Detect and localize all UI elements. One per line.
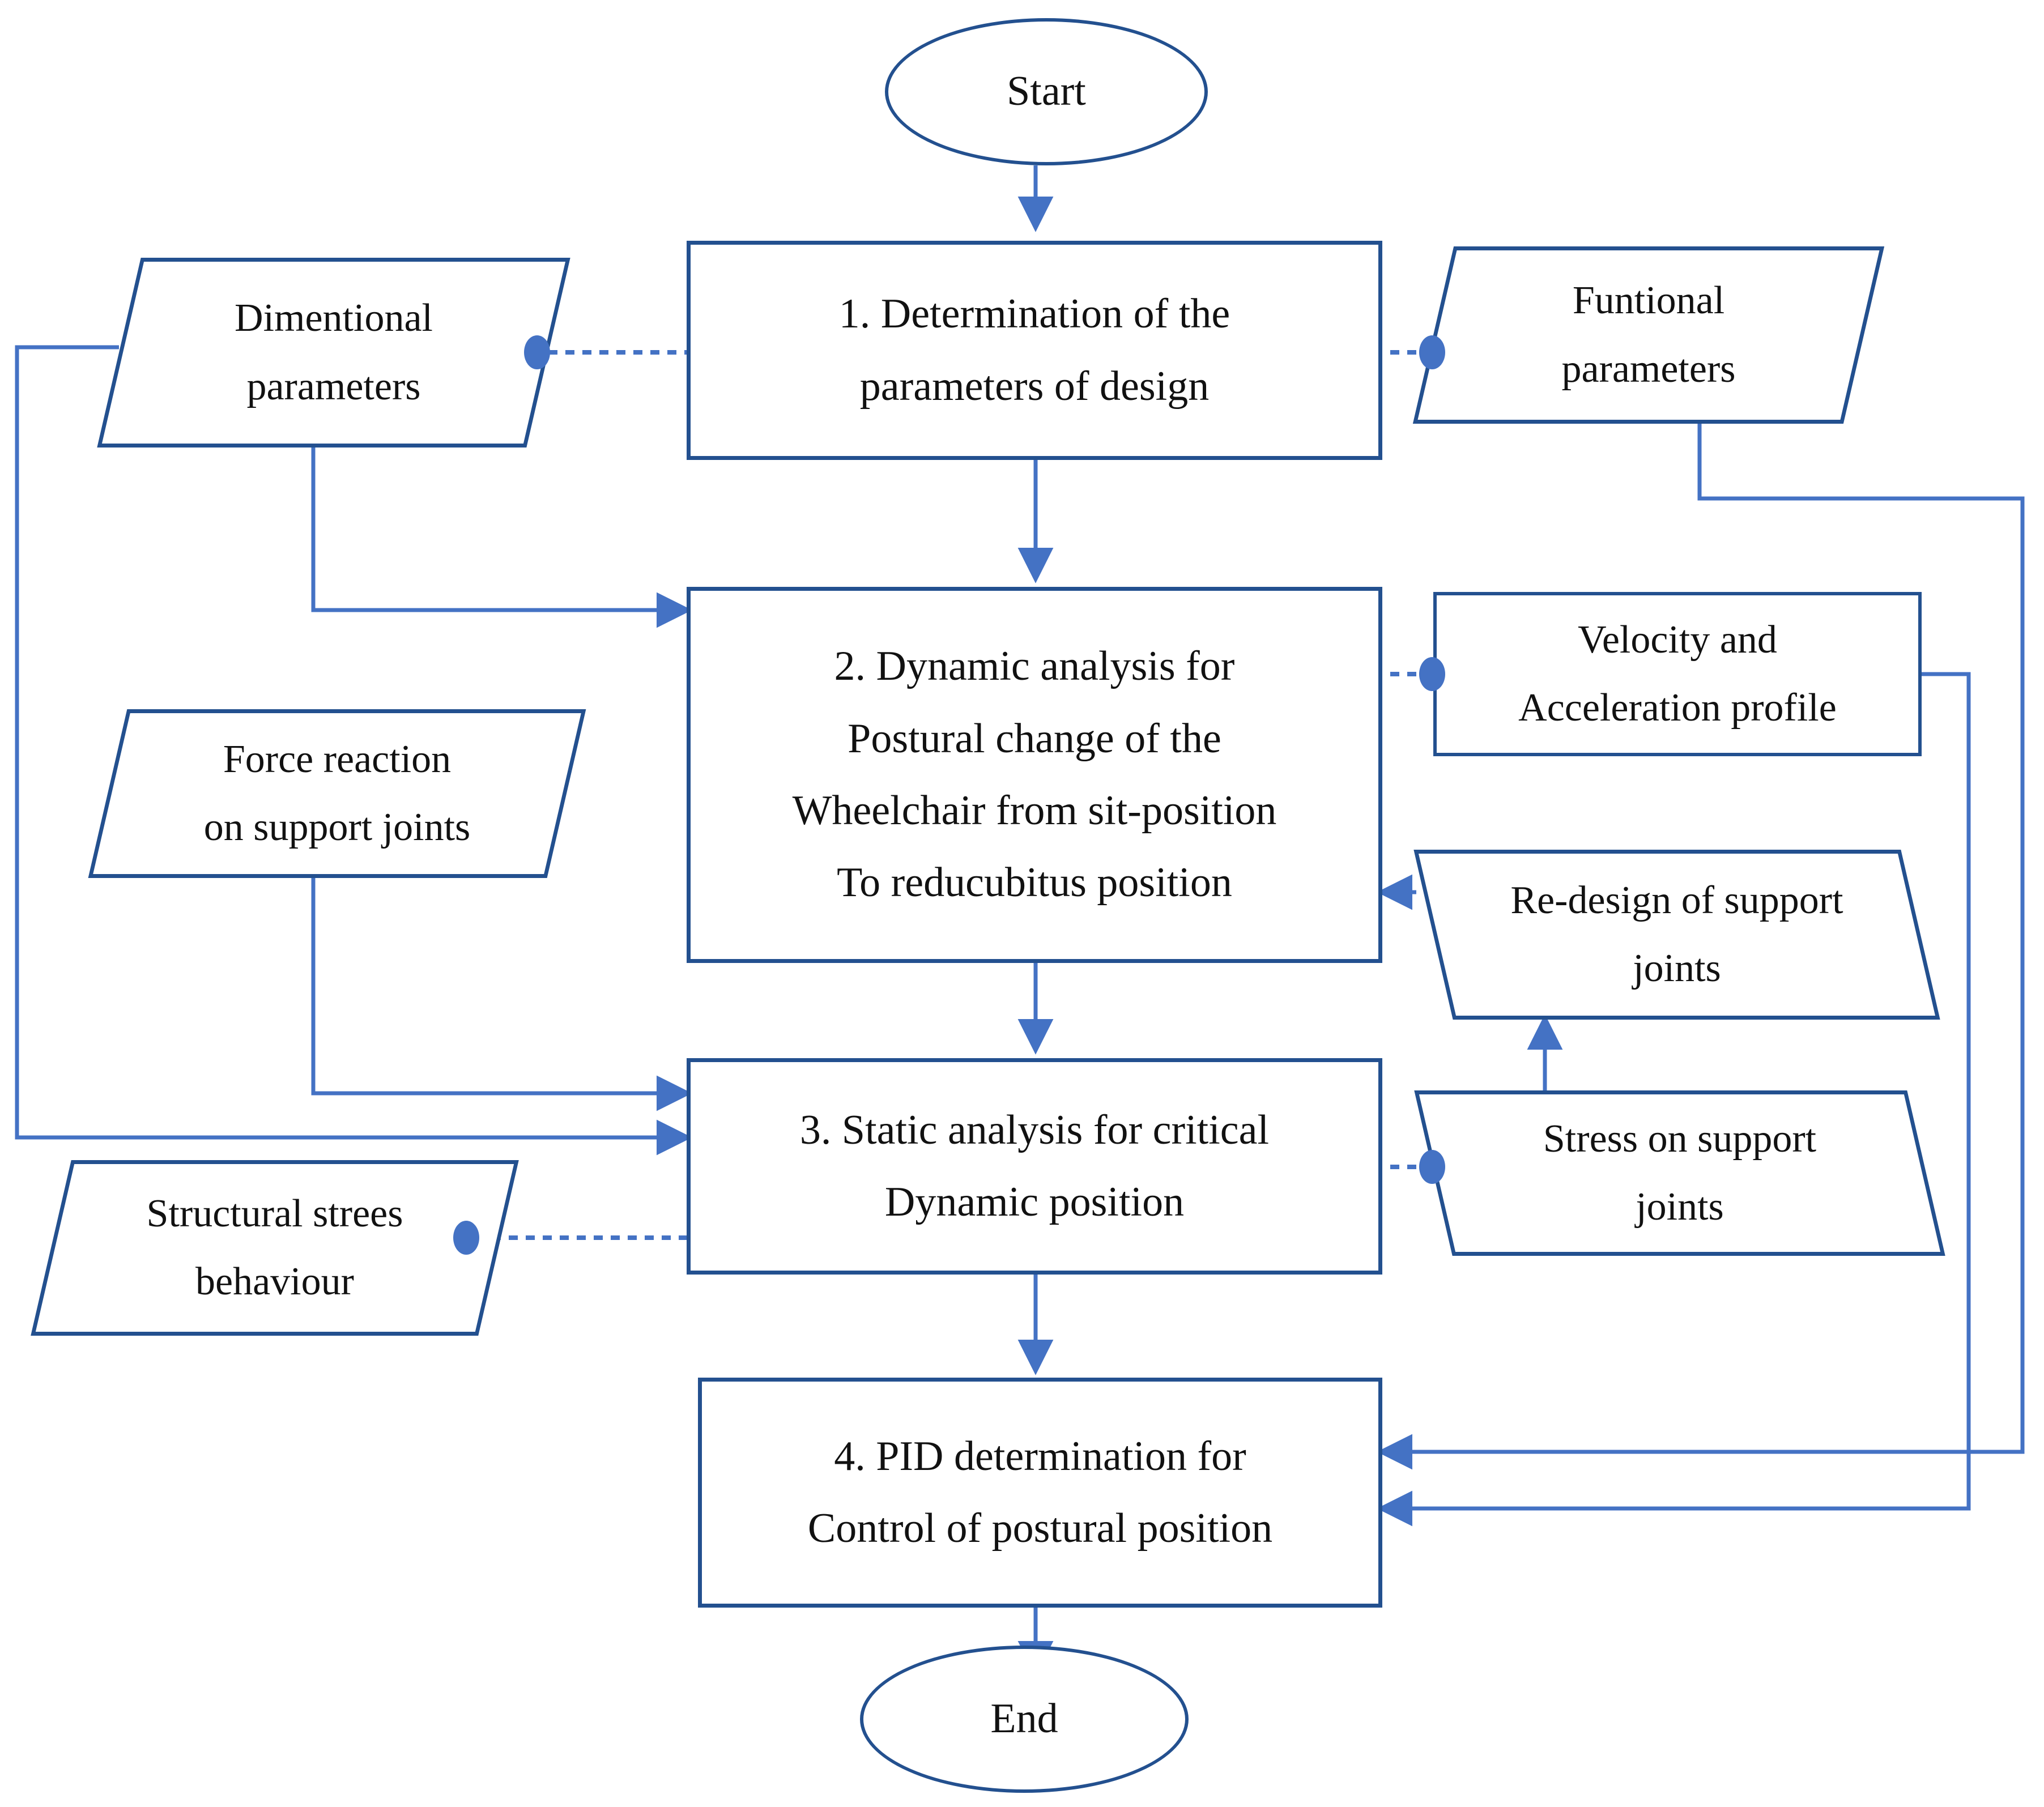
connector-dot-velocity: [1419, 657, 1445, 691]
node-dimensional-parameters-label: Dimentional parameters: [235, 296, 433, 408]
node-end-label: End: [990, 1695, 1058, 1742]
wire-dimensional-to-step2: [311, 448, 692, 628]
node-structural-stress[interactable]: Structural strees behaviour: [51, 1160, 499, 1336]
wire-dimensional-to-step3: [15, 345, 692, 1156]
wire-functional-to-step4: [1377, 424, 2025, 1470]
node-stress-support-joints[interactable]: Stress on support joints: [1433, 1090, 1926, 1256]
connector-dot-dimensional: [524, 335, 550, 369]
wire-force-reaction-to-step3: [311, 878, 692, 1111]
node-step1[interactable]: 1. Determination of the parameters of de…: [687, 241, 1382, 460]
node-end[interactable]: End: [860, 1646, 1189, 1793]
node-redesign-support-joints-label: Re-design of support joints: [1510, 878, 1843, 990]
node-functional-parameters[interactable]: Funtional parameters: [1433, 246, 1864, 424]
node-force-reaction[interactable]: Force reaction on support joints: [108, 709, 567, 878]
node-start[interactable]: Start: [885, 18, 1208, 165]
node-force-reaction-label: Force reaction on support joints: [203, 737, 471, 849]
node-stress-support-joints-label: Stress on support joints: [1543, 1116, 1817, 1229]
connector-dot-functional: [1419, 335, 1445, 369]
node-dimensional-parameters[interactable]: Dimentional parameters: [119, 258, 548, 448]
node-redesign-support-joints[interactable]: Re-design of support joints: [1433, 850, 1920, 1020]
node-start-label: Start: [1007, 68, 1086, 115]
node-step2[interactable]: 2. Dynamic analysis for Postural change …: [687, 587, 1382, 963]
node-step1-label: 1. Determination of the parameters of de…: [838, 291, 1230, 410]
node-step4[interactable]: 4. PID determination for Control of post…: [698, 1378, 1382, 1608]
node-step3-label: 3. Static analysis for critical Dynamic …: [799, 1106, 1270, 1225]
connector-dot-stress: [1419, 1150, 1445, 1184]
node-velocity-acceleration-label: Velocity and Acceleration profile: [1518, 617, 1837, 730]
node-step3[interactable]: 3. Static analysis for critical Dynamic …: [687, 1058, 1382, 1275]
node-structural-stress-label: Structural strees behaviour: [146, 1191, 403, 1303]
node-step4-label: 4. PID determination for Control of post…: [807, 1433, 1273, 1552]
connector-dot-structural: [453, 1221, 479, 1255]
node-step2-label: 2. Dynamic analysis for Postural change …: [792, 643, 1277, 906]
node-velocity-acceleration[interactable]: Velocity and Acceleration profile: [1433, 592, 1922, 756]
node-functional-parameters-label: Funtional parameters: [1561, 279, 1736, 391]
